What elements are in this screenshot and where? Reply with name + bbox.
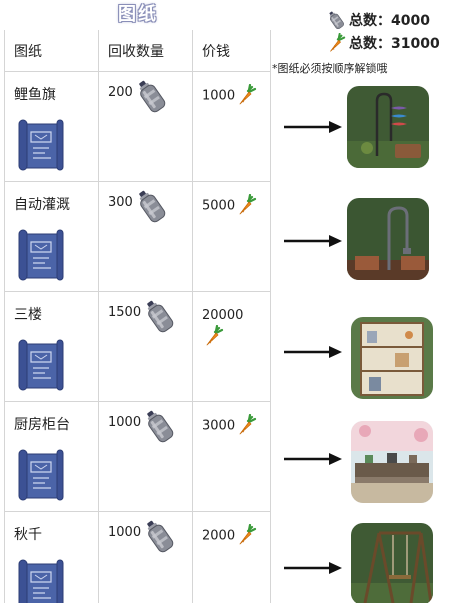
- blueprint-table: 图纸 回收数量 价钱 鲤鱼旗 200 1000 自动灌溉 300 5000 三楼…: [4, 30, 271, 603]
- total-carrots: 总数：31000: [326, 31, 462, 54]
- blueprint-name: 鲤鱼旗: [14, 87, 56, 103]
- carrot-icon: [202, 325, 224, 347]
- blueprint-scroll-icon: [17, 448, 65, 502]
- recycle-qty-cell: 1000: [108, 414, 175, 444]
- blueprint-name: 三楼: [14, 307, 42, 323]
- price-cell: 2000: [202, 524, 270, 546]
- recycle-qty: 200: [108, 85, 133, 100]
- table-header-row: 图纸 回收数量 价钱: [5, 30, 270, 72]
- recycle-qty-cell: 1500: [108, 304, 175, 334]
- unlock-order-note: *图纸必须按顺序解锁哦: [272, 62, 388, 75]
- recycle-qty-cell: 300: [108, 194, 167, 224]
- header-price: 价钱: [202, 43, 230, 60]
- recycle-qty: 300: [108, 195, 133, 210]
- blueprint-name: 自动灌溉: [14, 197, 70, 213]
- totals-panel: 总数：4000 总数：31000: [326, 8, 462, 54]
- table-row: 自动灌溉 300 5000: [5, 182, 270, 292]
- carrot-icon: [235, 194, 257, 216]
- carrot-icon: [235, 524, 257, 546]
- total-bottles-text: 总数：4000: [349, 12, 430, 29]
- third-floor-preview-image: [351, 317, 433, 399]
- price: 2000: [202, 528, 236, 544]
- kitchen-counter-preview-image: [351, 421, 433, 503]
- plastic-bottle-icon: [135, 188, 167, 224]
- recycle-qty: 1500: [108, 305, 142, 320]
- plastic-bottle-icon: [326, 10, 346, 30]
- price-cell: 20000: [202, 304, 270, 347]
- recycle-qty: 1000: [108, 525, 142, 540]
- blueprint-scroll-icon: [17, 118, 65, 172]
- column-divider: [98, 30, 99, 603]
- plastic-bottle-icon: [143, 518, 175, 554]
- recycle-qty-cell: 1000: [108, 524, 175, 554]
- auto-irrigation-preview-image: [347, 198, 429, 280]
- header-blueprint: 图纸: [14, 43, 42, 60]
- blueprint-scroll-icon: [17, 338, 65, 392]
- plastic-bottle-icon: [143, 408, 175, 444]
- total-bottles: 总数：4000: [326, 8, 462, 31]
- column-divider: [192, 30, 193, 603]
- carrot-icon: [235, 414, 257, 436]
- price: 3000: [202, 418, 236, 434]
- price-cell: 1000: [202, 84, 270, 106]
- table-row: 秋千 1000 2000: [5, 512, 270, 603]
- recycle-qty-cell: 200: [108, 84, 167, 114]
- carrot-icon: [326, 33, 346, 53]
- swing-preview-image: [351, 523, 433, 603]
- price-cell: 3000: [202, 414, 270, 436]
- price-cell: 5000: [202, 194, 270, 216]
- total-carrots-text: 总数：31000: [349, 35, 440, 52]
- koinobori-preview-image: [347, 86, 429, 168]
- plastic-bottle-icon: [143, 298, 175, 334]
- carrot-icon: [235, 84, 257, 106]
- price: 5000: [202, 198, 236, 214]
- blueprint-scroll-icon: [17, 228, 65, 282]
- plastic-bottle-icon: [135, 78, 167, 114]
- blueprint-name: 厨房柜台: [14, 417, 70, 433]
- right-arrow-icon: [283, 561, 343, 575]
- price: 1000: [202, 88, 236, 104]
- right-arrow-icon: [283, 234, 343, 248]
- right-arrow-icon: [283, 345, 343, 359]
- blueprint-name: 秋千: [14, 527, 42, 543]
- page-title: 图纸: [118, 4, 158, 25]
- recycle-qty: 1000: [108, 415, 142, 430]
- price: 20000: [202, 308, 244, 323]
- table-row: 鲤鱼旗 200 1000: [5, 72, 270, 182]
- blueprint-scroll-icon: [17, 558, 65, 603]
- table-row: 厨房柜台 1000 3000: [5, 402, 270, 512]
- right-arrow-icon: [283, 452, 343, 466]
- table-row: 三楼 1500 20000: [5, 292, 270, 402]
- header-recycle-qty: 回收数量: [108, 43, 164, 60]
- right-arrow-icon: [283, 120, 343, 134]
